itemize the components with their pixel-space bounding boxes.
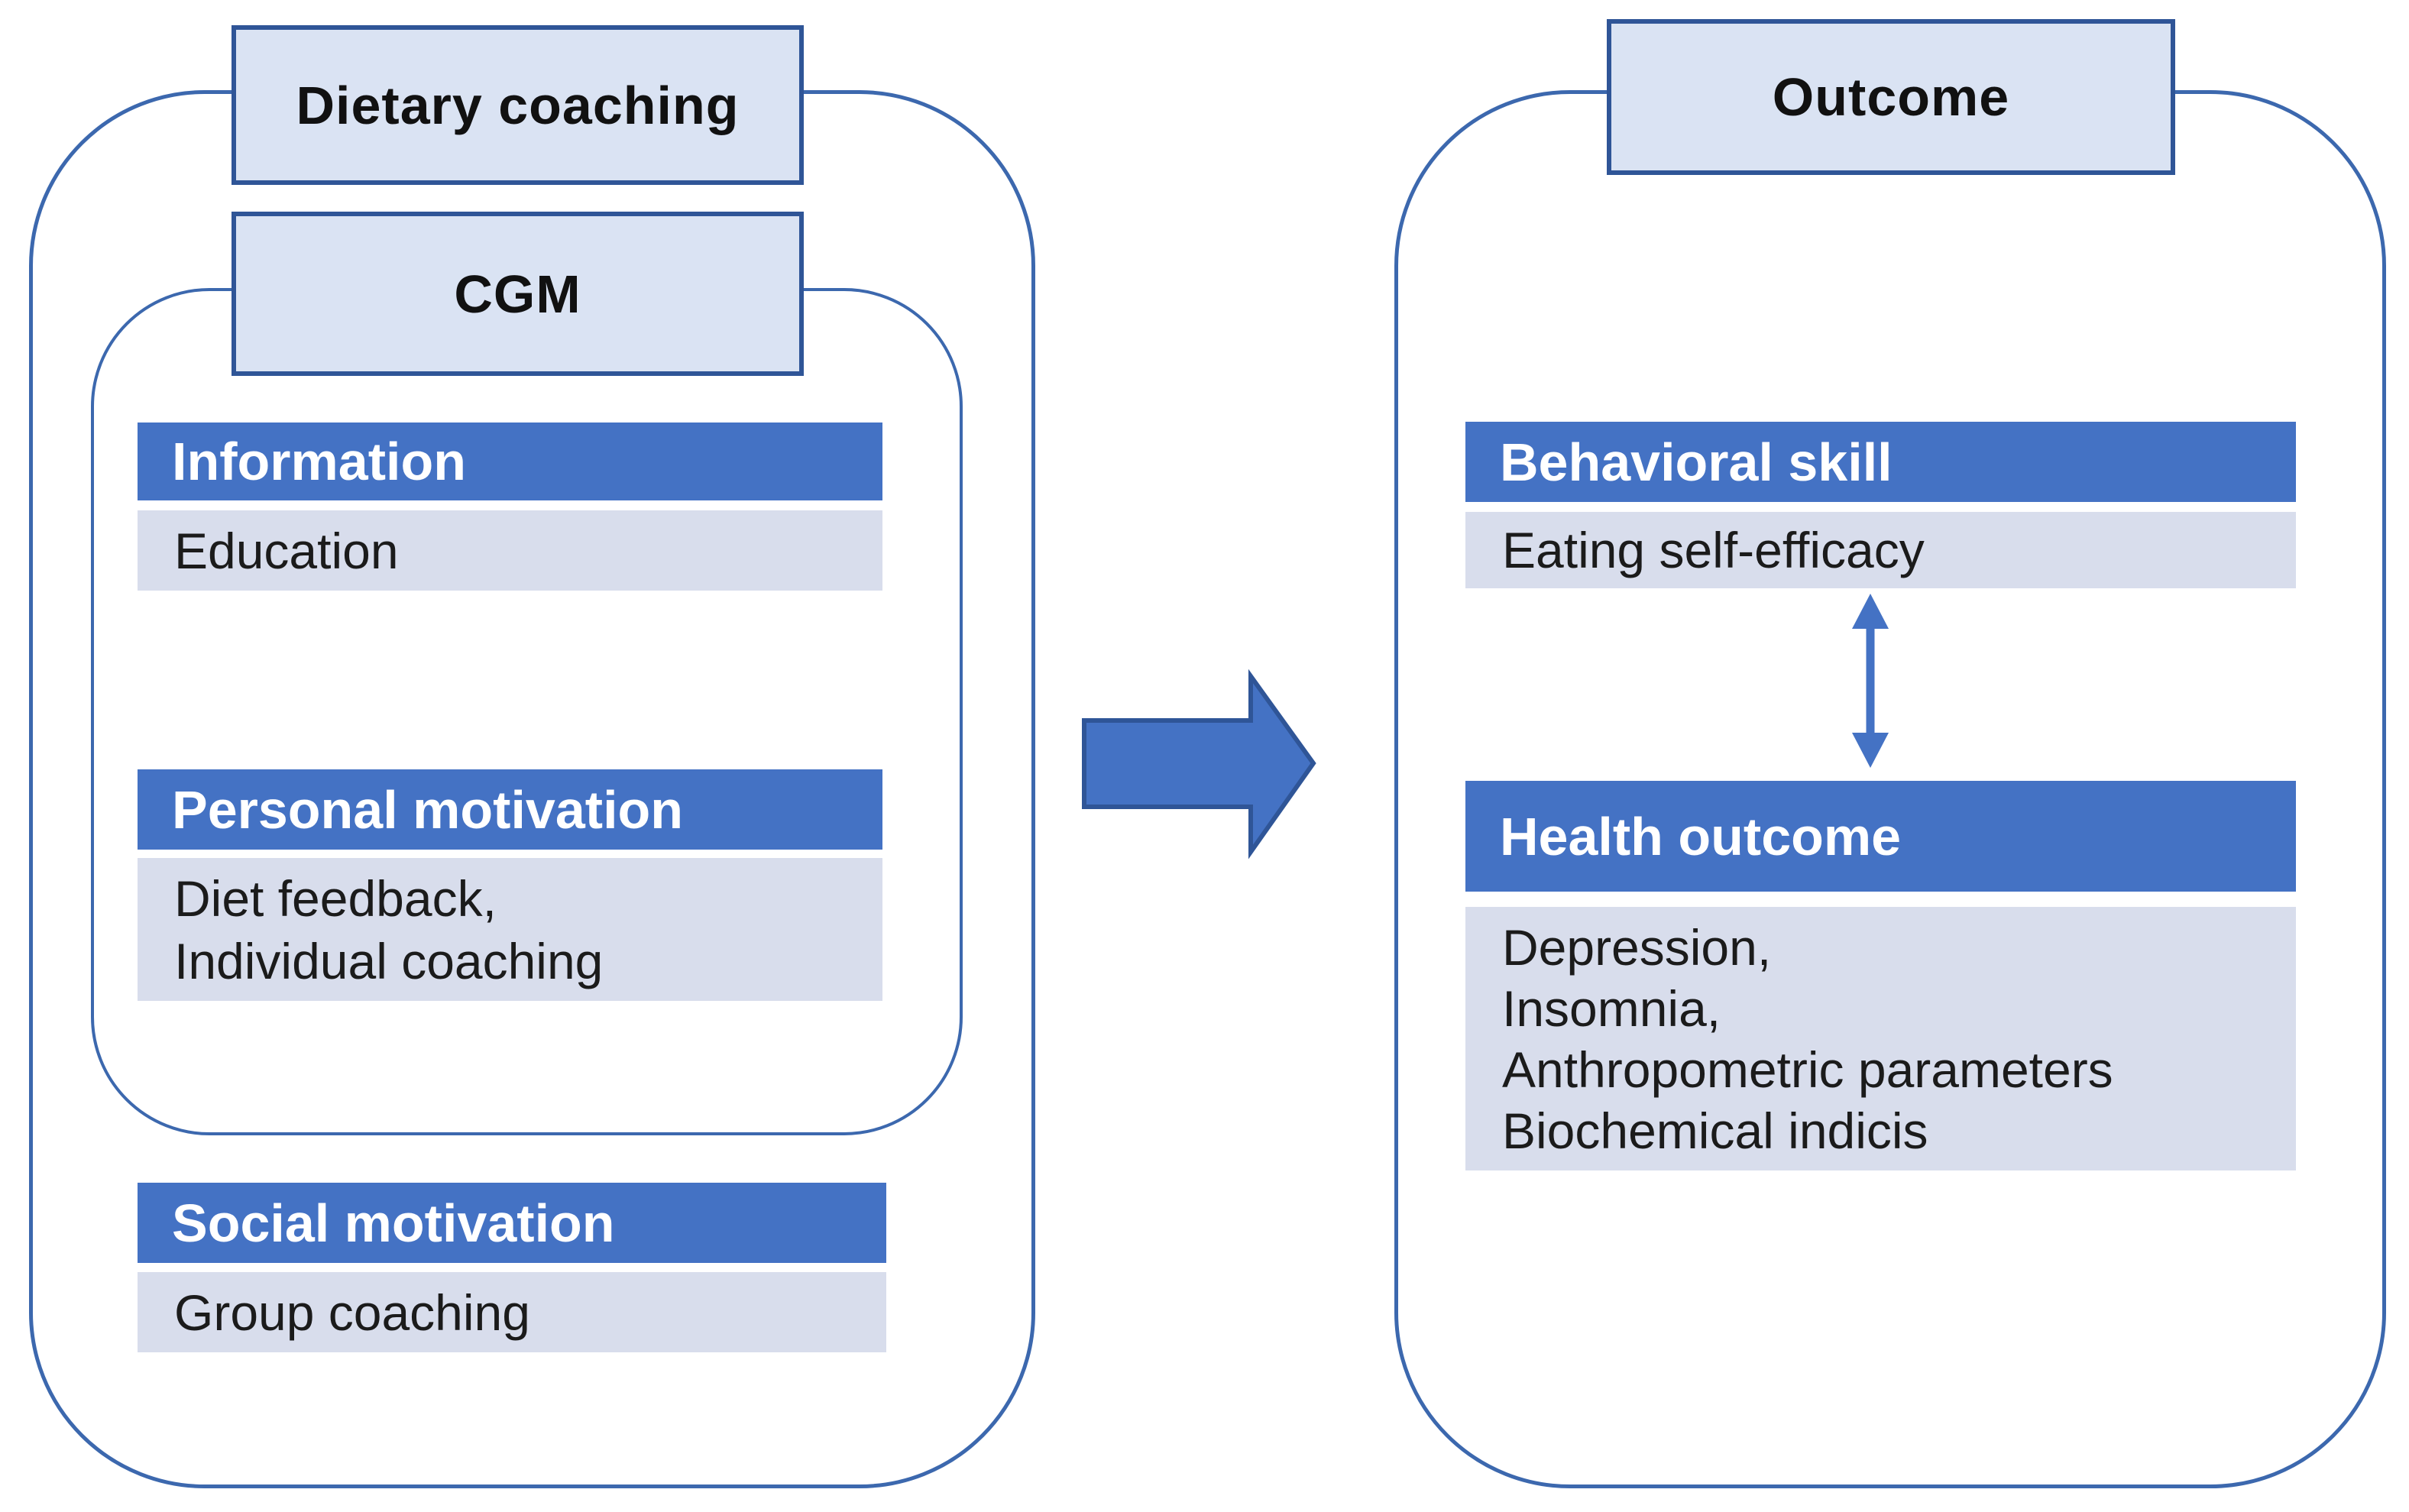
health-outcome-item: Biochemical indicis bbox=[1502, 1102, 1928, 1159]
cgm-container bbox=[91, 288, 963, 1135]
personal-motivation-row: Diet feedback, Individual coaching bbox=[138, 858, 882, 1001]
information-row: Education bbox=[138, 510, 882, 591]
outcome-title-box: Outcome bbox=[1607, 19, 2175, 175]
information-item: Education bbox=[174, 522, 399, 579]
social-motivation-row: Group coaching bbox=[138, 1272, 886, 1352]
health-outcome-row: Depression, Insomnia, Anthropometric par… bbox=[1465, 907, 2296, 1170]
health-outcome-header-label: Health outcome bbox=[1500, 806, 1902, 866]
personal-motivation-item: Diet feedback, bbox=[174, 869, 497, 927]
health-outcome-header: Health outcome bbox=[1465, 781, 2296, 892]
behavioral-skill-row: Eating self-efficacy bbox=[1465, 512, 2296, 588]
cgm-title-box: CGM bbox=[232, 212, 804, 376]
social-motivation-header: Social motivation bbox=[138, 1183, 886, 1263]
personal-motivation-header: Personal motivation bbox=[138, 769, 882, 850]
double-arrow-icon bbox=[1852, 594, 1889, 768]
cgm-title: CGM bbox=[454, 264, 581, 324]
health-outcome-item: Anthropometric parameters bbox=[1502, 1041, 2113, 1098]
information-header: Information bbox=[138, 423, 882, 500]
information-header-label: Information bbox=[172, 432, 466, 491]
personal-motivation-item: Individual coaching bbox=[174, 932, 604, 989]
behavioral-skill-header-label: Behavioral skill bbox=[1500, 432, 1893, 492]
social-motivation-item: Group coaching bbox=[174, 1284, 530, 1341]
dietary-coaching-title: Dietary coaching bbox=[296, 75, 740, 135]
flow-arrow-icon bbox=[1082, 669, 1316, 860]
health-outcome-item: Depression, bbox=[1502, 918, 1772, 976]
personal-motivation-header-label: Personal motivation bbox=[172, 779, 684, 840]
behavioral-skill-item: Eating self-efficacy bbox=[1502, 522, 1925, 578]
dietary-coaching-title-box: Dietary coaching bbox=[232, 25, 804, 185]
outcome-title: Outcome bbox=[1772, 67, 2010, 127]
behavioral-skill-header: Behavioral skill bbox=[1465, 422, 2296, 502]
health-outcome-item: Insomnia, bbox=[1502, 979, 1721, 1037]
social-motivation-header-label: Social motivation bbox=[172, 1193, 615, 1253]
flow-arrow bbox=[1080, 669, 1320, 860]
relation-arrow bbox=[1836, 592, 1905, 769]
